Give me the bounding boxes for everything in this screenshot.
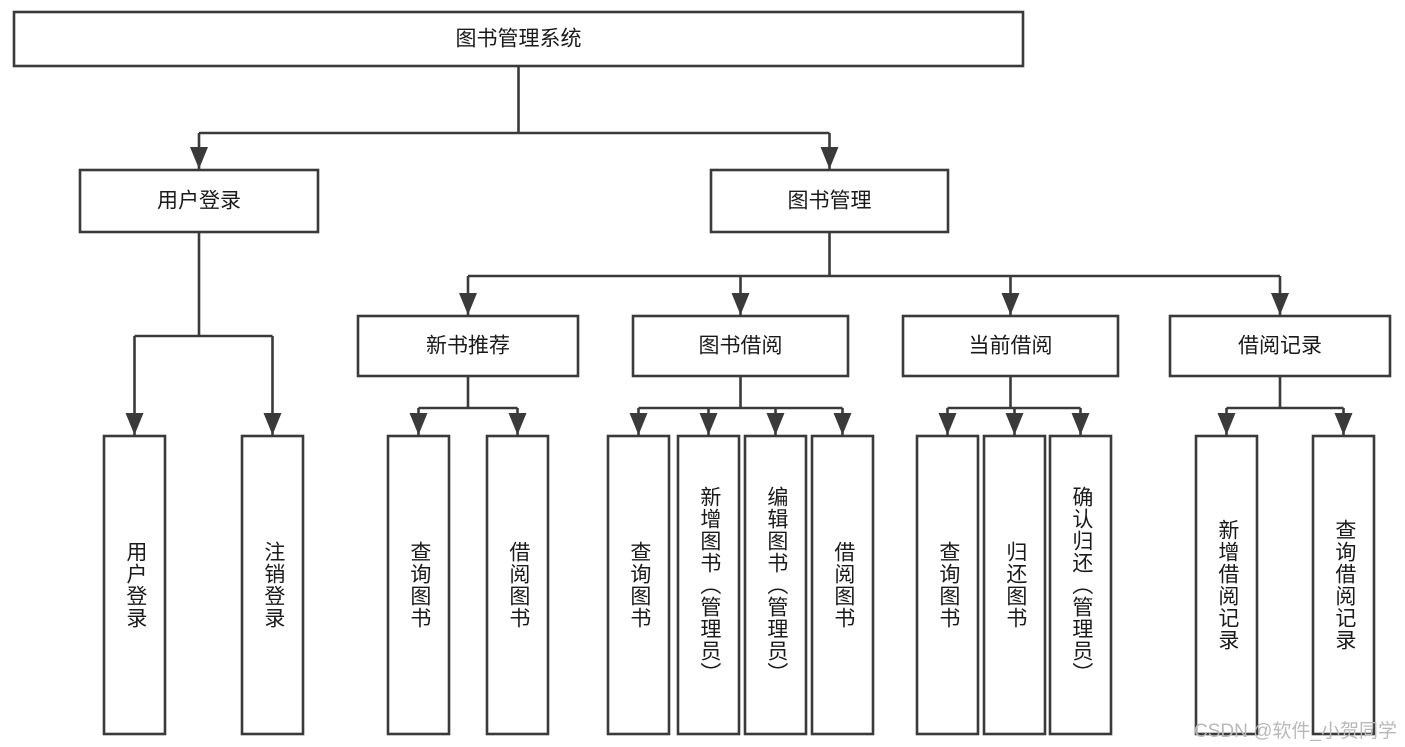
arrow-head-icon-current-borrow-1 xyxy=(1005,413,1024,435)
node-box-leaf-logout[interactable] xyxy=(240,434,305,736)
arrow-head-icon-book-management-1 xyxy=(731,293,750,315)
node-box-leaf-borrow-book-rec[interactable] xyxy=(485,434,550,736)
arrow-head-icon-user-login-1 xyxy=(263,413,282,435)
node-box-leaf-add-borrow-record[interactable] xyxy=(1194,434,1259,736)
node-box-leaf-return-book[interactable] xyxy=(982,434,1047,736)
node-box-leaf-query-book-rec[interactable] xyxy=(386,434,451,736)
arrow-head-icon-borrow-record-1 xyxy=(1334,413,1353,435)
node-box-leaf-query-borrow-record[interactable] xyxy=(1311,434,1376,736)
arrow-head-icon-current-borrow-0 xyxy=(938,413,957,435)
node-label-current-borrow: 当前借阅 xyxy=(969,335,1053,358)
watermark-text: CSDN @软件_小贺同学 xyxy=(1194,721,1397,742)
arrow-head-icon-new-book-recommend-1 xyxy=(508,413,527,435)
node-box-leaf-borrow-book[interactable] xyxy=(810,434,875,736)
arrow-head-icon-book-borrow-3 xyxy=(833,413,852,435)
node-box-leaf-edit-book-admin[interactable] xyxy=(743,434,808,736)
node-box-leaf-confirm-return-admin[interactable] xyxy=(1048,434,1113,736)
arrow-head-icon-root-1 xyxy=(820,147,839,169)
arrow-head-icon-current-borrow-2 xyxy=(1071,413,1090,435)
node-box-leaf-user-login[interactable] xyxy=(102,434,167,736)
arrow-head-icon-new-book-recommend-0 xyxy=(409,413,428,435)
node-label-borrow-record: 借阅记录 xyxy=(1238,335,1322,358)
node-label-book-management: 图书管理 xyxy=(788,190,872,213)
arrow-head-icon-book-borrow-0 xyxy=(629,413,648,435)
arrow-head-icon-book-management-2 xyxy=(1001,293,1020,315)
arrow-head-icon-user-login-0 xyxy=(125,413,144,435)
arrow-head-icon-book-management-0 xyxy=(459,293,477,315)
node-box-leaf-add-book-admin[interactable] xyxy=(676,434,741,736)
arrow-head-icon-root-0 xyxy=(190,147,208,169)
connector-lines xyxy=(125,66,1353,435)
node-box-leaf-query-book-borrow[interactable] xyxy=(606,434,671,736)
arrow-head-icon-book-borrow-1 xyxy=(699,413,718,435)
arrow-head-icon-book-management-3 xyxy=(1271,293,1289,315)
node-label-user-login: 用户登录 xyxy=(157,190,241,213)
arrow-head-icon-borrow-record-0 xyxy=(1217,413,1236,435)
node-box-borrow-record[interactable] xyxy=(1168,314,1392,378)
node-label-book-borrow: 图书借阅 xyxy=(699,335,783,358)
node-boxes xyxy=(12,10,1392,736)
node-box-user-login[interactable] xyxy=(78,168,320,234)
node-box-new-book-recommend[interactable] xyxy=(356,314,580,378)
node-box-leaf-query-book-current[interactable] xyxy=(915,434,980,736)
node-box-book-management[interactable] xyxy=(709,168,950,234)
node-box-root[interactable] xyxy=(12,10,1025,68)
arrow-head-icon-book-borrow-2 xyxy=(766,413,785,435)
node-label-new-book-recommend: 新书推荐 xyxy=(426,335,510,358)
node-label-root: 图书管理系统 xyxy=(456,28,582,51)
node-box-book-borrow[interactable] xyxy=(631,314,850,378)
node-box-current-borrow[interactable] xyxy=(901,314,1120,378)
